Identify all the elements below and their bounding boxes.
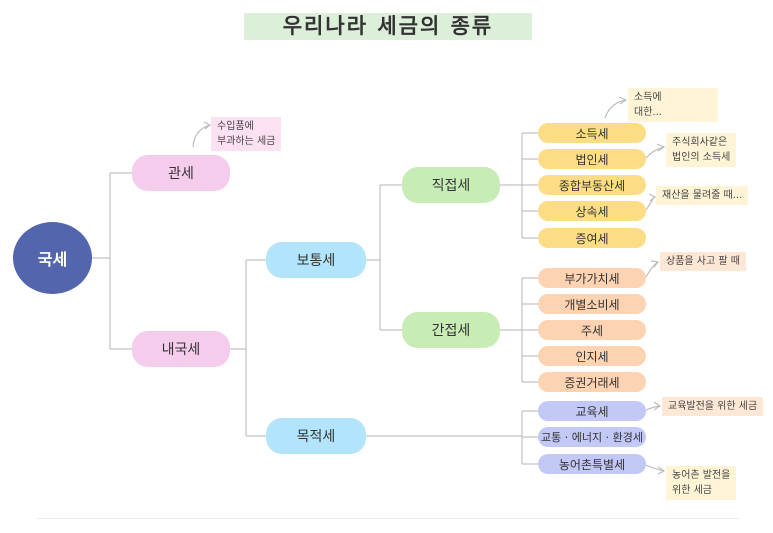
note-line: 법인의 소득세 (672, 152, 731, 163)
note-line: 대한... (634, 107, 662, 118)
purpose-tax-item: 농어촌특별세 (538, 454, 646, 474)
corporate-tax-note: 주식회사같은 법인의 소득세 (666, 133, 737, 167)
inheritance-tax-note: 재산을 물려줄 때... (656, 186, 749, 205)
education-tax-note: 교육발전을 위한 세금 (662, 397, 764, 416)
note-line: 수입품에 (217, 121, 254, 132)
direct-tax-node: 직접세 (402, 167, 500, 203)
indirect-tax-item: 주세 (538, 320, 646, 340)
note-line: 농어촌 발전을 (672, 470, 731, 481)
note-line: 소득에 (634, 92, 662, 103)
rural-tax-note: 농어촌 발전을 위한 세금 (666, 466, 737, 500)
indirect-tax-item: 개별소비세 (538, 294, 646, 314)
indirect-tax-item: 인지세 (538, 346, 646, 366)
direct-tax-item: 종합부동산세 (538, 175, 646, 195)
direct-tax-item: 법인세 (538, 149, 646, 169)
bottom-divider (36, 518, 740, 519)
customs-node: 관세 (132, 155, 230, 191)
ordinary-tax-node: 보통세 (266, 242, 366, 278)
note-line: 주식회사같은 (672, 137, 728, 148)
vat-note: 상품을 사고 팔 때 (660, 252, 746, 271)
indirect-tax-item: 증권거래세 (538, 372, 646, 392)
direct-tax-item: 소득세 (538, 123, 646, 143)
customs-note: 수입품에 부과하는 세금 (211, 117, 282, 151)
purpose-tax-node: 목적세 (266, 418, 366, 454)
note-line: 위한 세금 (672, 485, 712, 496)
domestic-node: 내국세 (132, 331, 230, 367)
indirect-tax-item: 부가가치세 (538, 268, 646, 288)
purpose-tax-item: 교육세 (538, 401, 646, 421)
direct-tax-item: 상속세 (538, 201, 646, 221)
page-title: 우리나라 세금의 종류 (244, 13, 532, 40)
note-line: 부과하는 세금 (217, 136, 276, 147)
indirect-tax-node: 간접세 (402, 312, 500, 348)
purpose-tax-item: 교통 · 에너지 · 환경세 (538, 427, 646, 447)
root-node: 국세 (13, 222, 92, 294)
income-tax-note: 소득에 대한... (628, 88, 718, 122)
direct-tax-item: 증여세 (538, 228, 646, 248)
